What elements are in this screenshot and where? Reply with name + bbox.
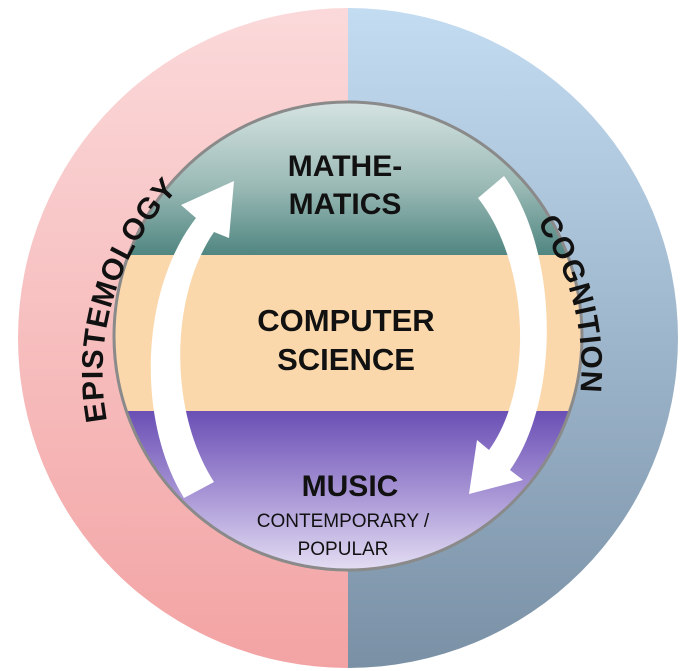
computer-science-line2: SCIENCE bbox=[277, 342, 415, 377]
arrow-down-right bbox=[469, 176, 547, 494]
inner-disc-border bbox=[112, 100, 584, 572]
mathematics-line1: MATHE- bbox=[288, 150, 402, 183]
music-line2: POPULAR bbox=[298, 539, 389, 560]
computer-science-line1: COMPUTER bbox=[257, 303, 434, 338]
mathematics-line2: MATICS bbox=[289, 188, 402, 221]
arrow-up-left bbox=[150, 181, 234, 498]
cs-band bbox=[114, 255, 582, 412]
music-title: MUSIC bbox=[302, 470, 399, 503]
music-line1: CONTEMPORARY / bbox=[257, 511, 430, 532]
